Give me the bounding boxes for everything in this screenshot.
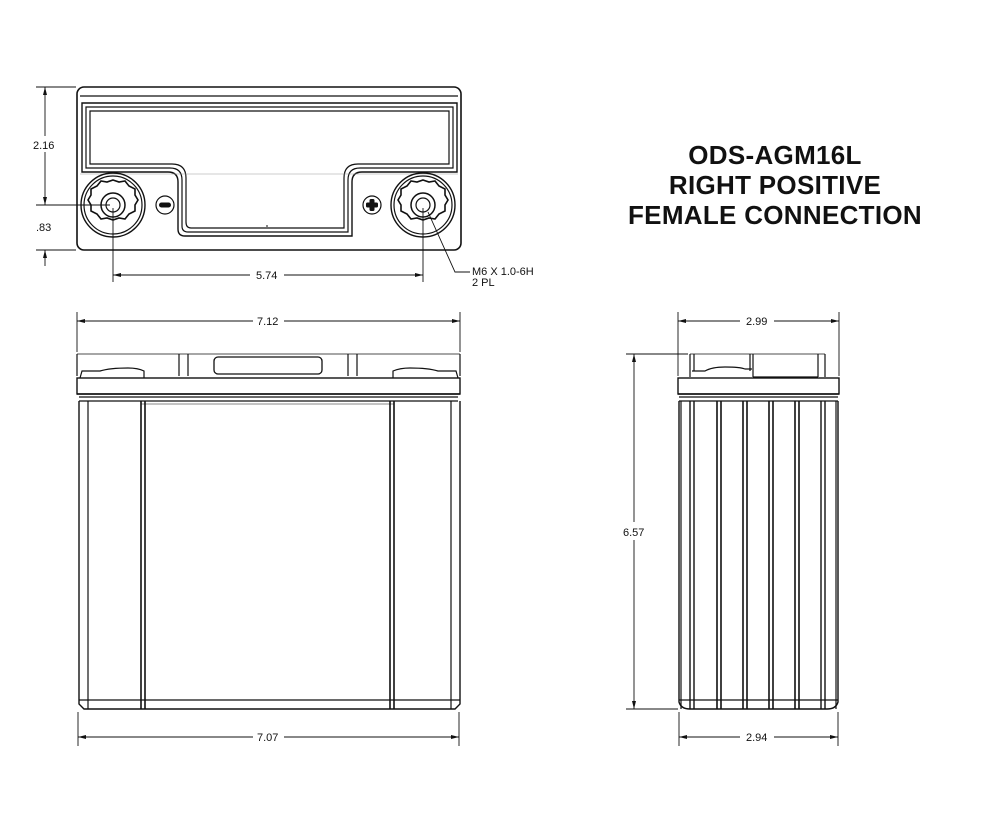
- dim-top-height: 2.16: [33, 140, 54, 152]
- dim-side-bottom-width: 2.94: [746, 732, 767, 744]
- dim-terminal-spacing: 5.74: [256, 270, 277, 282]
- front-view-dimensions: [76, 312, 461, 746]
- dim-side-height: 6.57: [623, 527, 644, 539]
- negative-symbol-icon: [155, 195, 175, 215]
- dim-front-bottom-width: 7.07: [257, 732, 278, 744]
- positive-symbol-icon: [362, 195, 382, 215]
- dim-side-top-width: 2.99: [746, 316, 767, 328]
- top-view: [76, 86, 462, 251]
- front-view: [76, 353, 461, 710]
- side-view: [677, 353, 840, 710]
- polarity-title: RIGHT POSITIVE: [668, 170, 882, 200]
- side-view-dimensions: [626, 312, 840, 746]
- thread-callout-line2: 2 PL: [472, 277, 495, 289]
- top-view-dimensions: [36, 86, 470, 282]
- model-title: ODS-AGM16L: [688, 140, 862, 170]
- dim-terminal-offset: .83: [36, 222, 51, 234]
- connection-title: FEMALE CONNECTION: [628, 200, 922, 230]
- title-block: ODS-AGM16L RIGHT POSITIVE FEMALE CONNECT…: [600, 140, 950, 230]
- thread-callout-line1: M6 X 1.0-6H: [472, 266, 534, 278]
- dim-front-top-width: 7.12: [257, 316, 278, 328]
